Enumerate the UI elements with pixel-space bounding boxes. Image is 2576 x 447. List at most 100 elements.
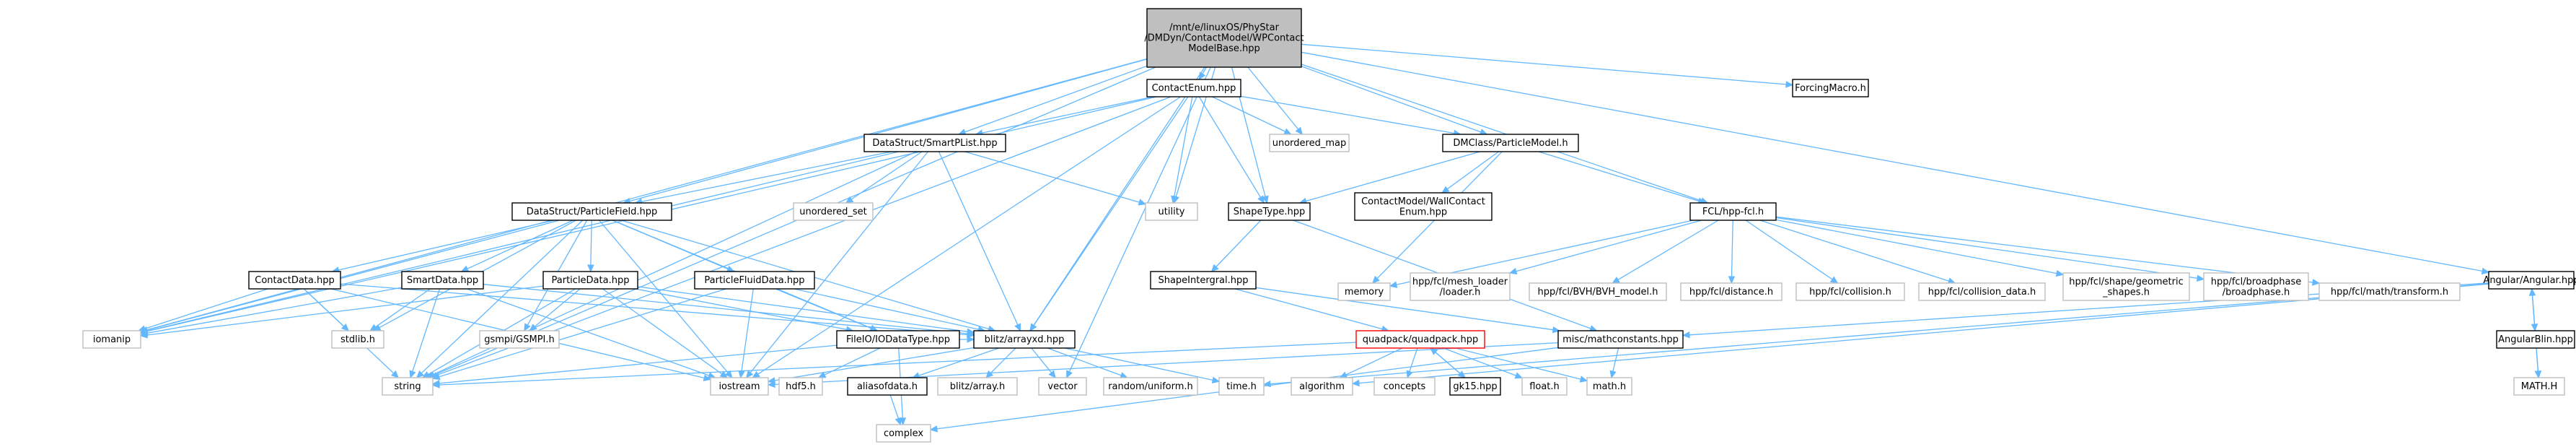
- node-particlemodel[interactable]: DMClass/ParticleModel.h: [1442, 134, 1579, 152]
- node-shapetype[interactable]: ShapeType.hpp: [1228, 202, 1311, 221]
- node-label: DMClass/ParticleModel.h: [1453, 138, 1568, 149]
- node-label: memory: [1345, 287, 1384, 298]
- edge-smartdata-to-blitzarrayxd: [483, 284, 975, 337]
- node-fclhpp[interactable]: FCL/hpp-fcl.h: [1689, 202, 1777, 221]
- edge-blitzarrayxd-to-aliasofdata: [911, 347, 1000, 379]
- node-box: [1795, 282, 1905, 301]
- node-label: hpp/fcl/collision_data.h: [1928, 287, 2036, 298]
- node-label: hpp/fcl/collision.h: [1809, 287, 1891, 298]
- node-box: [1586, 377, 1632, 396]
- edge-particlefluiddata-to-fileio: [775, 288, 879, 331]
- edge-particlefluiddata-to-string: [431, 288, 726, 381]
- edge-fclhpp-to-bvh_model: [1612, 220, 1719, 284]
- node-fileio[interactable]: FileIO/IODataType.hpp: [836, 330, 960, 349]
- node-forcingmacro[interactable]: ForcingMacro.h: [1792, 79, 1869, 97]
- node-contactenum[interactable]: ContactEnum.hpp: [1146, 79, 1241, 97]
- node-aliasofdata[interactable]: aliasofdata.h: [847, 377, 928, 396]
- node-label: MATH.H: [2521, 381, 2558, 392]
- node-box: [2203, 272, 2309, 301]
- node-particlefield[interactable]: DataStruct/ParticleField.hpp: [511, 202, 672, 221]
- edge-angularblin-to-angular: [2528, 287, 2536, 331]
- edge-contactdata-to-iomanip: [137, 288, 268, 332]
- node-label: time.h: [1226, 381, 1257, 392]
- graph-nodes: /mnt/e/linuxOS/PhyStar/DMDyn/ContactMode…: [82, 8, 2576, 443]
- node-box: [1410, 272, 1511, 301]
- node-box: [937, 377, 1018, 396]
- node-smartplist[interactable]: DataStruct/SmartPList.hpp: [863, 134, 1006, 152]
- node-box: [2513, 377, 2565, 396]
- node-gk15[interactable]: gk15.hpp: [1449, 377, 1501, 396]
- node-box: [2318, 282, 2461, 301]
- node-blitzarrayxd[interactable]: blitz/arrayxd.hpp: [973, 330, 1076, 349]
- edge-quadpack-to-floath: [1443, 347, 1524, 379]
- node-box: [511, 202, 672, 221]
- edge-particlefield-to-contactdata: [331, 220, 555, 274]
- node-shapeintergral[interactable]: ShapeIntergral.hpp: [1150, 271, 1257, 290]
- node-label: hpp/fcl/BVH/BVH_model.h: [1538, 287, 1658, 298]
- node-label: Enum.hpp: [1399, 207, 1447, 217]
- edge-angularblin-to-mathH: [2534, 347, 2542, 379]
- node-floath: float.h: [1521, 377, 1568, 396]
- node-distance: hpp/fcl/distance.h: [1680, 282, 1782, 301]
- edge-quadpack-to-string: [431, 342, 1357, 389]
- node-box: [1218, 377, 1265, 396]
- edge-fclhpp-to-collision: [1745, 220, 1839, 284]
- node-label: gsmpi/GSMPI.h: [484, 334, 555, 345]
- node-label: unordered_map: [1272, 138, 1347, 149]
- node-label: DataStruct/ParticleField.hpp: [527, 207, 658, 217]
- node-particledata[interactable]: ParticleData.hpp: [542, 271, 638, 290]
- node-box: [1918, 282, 2046, 301]
- node-quadpack[interactable]: quadpack/quadpack.hpp: [1355, 330, 1485, 349]
- node-label: hpp/fcl/shape/geometric: [2069, 277, 2184, 287]
- edge-contactenum-to-unordered_map: [1212, 96, 1292, 135]
- edge-particlefield-to-particledata: [587, 220, 594, 273]
- node-label: vector: [1047, 381, 1078, 392]
- node-label: hdf5.h: [786, 381, 816, 392]
- node-box: [1442, 134, 1579, 152]
- edge-smartdata-to-iomanip: [139, 287, 403, 337]
- node-label: stdlib.h: [340, 334, 375, 345]
- node-label: quadpack/quadpack.hpp: [1363, 334, 1478, 345]
- node-label: hpp/fcl/broadphase: [2211, 277, 2302, 287]
- node-angularblin[interactable]: AngularBlin.hpp: [2496, 330, 2575, 349]
- edge-fileio-to-hdf5: [817, 347, 881, 378]
- node-box: [863, 134, 1006, 152]
- node-mesh_loader: hpp/fcl/mesh_loader/loader.h: [1410, 272, 1511, 301]
- node-label: iomanip: [93, 334, 131, 345]
- node-box: [1145, 202, 1198, 221]
- node-gsmpi: gsmpi/GSMPI.h: [479, 330, 560, 349]
- node-label: ParticleFluidData.hpp: [704, 275, 804, 286]
- node-box: [778, 377, 823, 396]
- node-label: /mnt/e/linuxOS/PhyStar: [1169, 22, 1279, 33]
- node-box: [1337, 282, 1391, 301]
- node-root[interactable]: /mnt/e/linuxOS/PhyStar/DMDyn/ContactMode…: [1144, 8, 1304, 68]
- node-contactdata[interactable]: ContactData.hpp: [248, 271, 341, 290]
- node-smartdata[interactable]: SmartData.hpp: [401, 271, 484, 290]
- edge-particlefluiddata-to-iostream: [738, 288, 754, 379]
- edge-contactenum-to-utility: [1171, 96, 1193, 204]
- edge-particlemodel-to-wallcontact: [1441, 151, 1499, 194]
- node-geometric_shapes: hpp/fcl/shape/geometric_shapes.h: [2062, 272, 2190, 301]
- node-memory: memory: [1337, 282, 1391, 301]
- node-label: /loader.h: [1440, 287, 1481, 298]
- node-label: ShapeType.hpp: [1234, 207, 1305, 217]
- node-angular[interactable]: Angular/Angular.hpp: [2483, 271, 2576, 290]
- edge-root-to-vector: [1066, 66, 1211, 379]
- node-box: [710, 377, 769, 396]
- edge-contactenum-to-smartplist: [975, 96, 1153, 136]
- node-mathconstants[interactable]: misc/mathconstants.hpp: [1557, 330, 1684, 349]
- node-label: hpp/fcl/distance.h: [1689, 287, 1773, 298]
- edge-contactenum-to-iostream: [752, 96, 1182, 378]
- node-box: [479, 330, 560, 349]
- node-label: concepts: [1384, 381, 1426, 392]
- node-label: ShapeIntergral.hpp: [1158, 275, 1248, 286]
- node-box: [1150, 271, 1257, 290]
- node-hdf5: hdf5.h: [778, 377, 823, 396]
- node-particlefluiddata[interactable]: ParticleFluidData.hpp: [694, 271, 815, 290]
- edge-root-to-smartplist: [957, 65, 1148, 136]
- node-box: [331, 330, 384, 349]
- edge-smartplist-to-iostream: [745, 151, 928, 378]
- node-label: ForcingMacro.h: [1795, 83, 1866, 94]
- node-stdlib: stdlib.h: [331, 330, 384, 349]
